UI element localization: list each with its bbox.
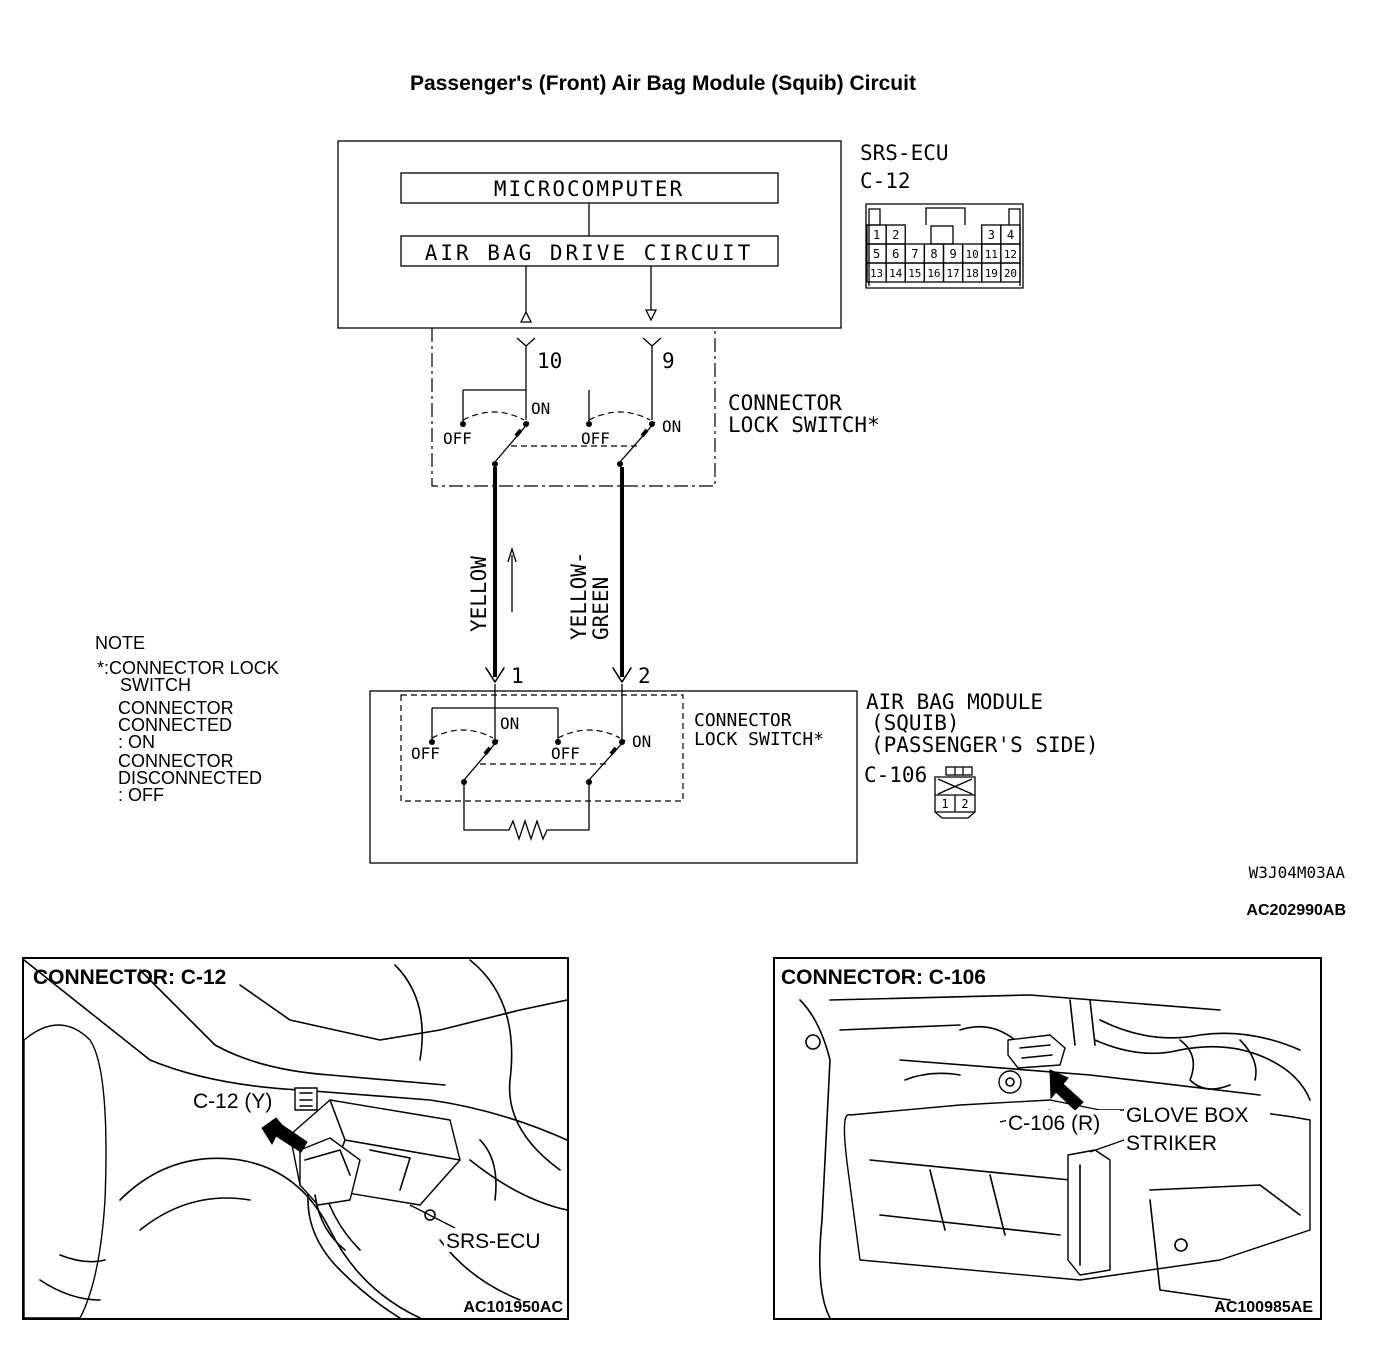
c-12-pin-number: 16 xyxy=(927,267,940,280)
c-12-pin-number: 17 xyxy=(946,267,959,280)
upper-switch-label-line1: CONNECTOR xyxy=(728,391,842,415)
srs-ecu-name: SRS-ECU xyxy=(860,141,949,165)
output-arrow-left-icon xyxy=(519,310,533,323)
module-pin-2: 2 xyxy=(638,664,651,688)
srs-ecu-connector-id: C-12 xyxy=(860,169,911,193)
striker-callout: STRIKER xyxy=(1126,1132,1217,1155)
c-12-pin-number: 3 xyxy=(988,228,995,242)
srs-ecu-callout: SRS-ECU xyxy=(446,1230,541,1253)
microcomputer-label: MICROCOMPUTER xyxy=(494,177,684,201)
module-connector-id: C-106 xyxy=(864,763,927,787)
wire-color-yellow-green-line2: GREEN xyxy=(589,577,613,640)
connector-c-106-illustration: CONNECTOR: C-106 C-106 (R) GLOVE BOX STR… xyxy=(773,957,1322,1320)
c-12-illustration-frame xyxy=(22,957,569,1320)
c-12-pin-number: 5 xyxy=(873,247,880,261)
module-name-line1: AIR BAG MODULE xyxy=(866,690,1043,714)
c-12-pin-number: 1 xyxy=(873,228,880,242)
air-bag-module-unit: ON OFF ON OFF CONNECTOR LOCK SWITCH* AIR… xyxy=(369,684,1099,864)
c-12-pin-number: 8 xyxy=(930,247,937,261)
upper-left-off-label: OFF xyxy=(443,429,472,448)
c-12-pin-number: 20 xyxy=(1004,267,1017,280)
output-arrow-right-icon xyxy=(644,309,658,322)
air-bag-drive-circuit-label: AIR BAG DRIVE CIRCUIT xyxy=(425,241,754,265)
note-disconnected-line1: CONNECTOR xyxy=(118,751,234,771)
dashboard-sketch xyxy=(24,959,567,1318)
c-106-pointer-arrow-icon xyxy=(1049,1069,1084,1111)
c-12-pin-number: 7 xyxy=(911,247,918,261)
c-12-pin-number: 13 xyxy=(870,267,883,280)
note-disconnected-line2: DISCONNECTED xyxy=(118,768,262,788)
c-106-heading: CONNECTOR: C-106 xyxy=(781,966,986,989)
upper-right-on-label: ON xyxy=(662,417,681,436)
connector-c-12-illustration: CONNECTOR: C-12 C-12 (Y) SRS-ECU AC10195… xyxy=(22,957,569,1320)
glove-box-callout: GLOVE BOX xyxy=(1126,1104,1249,1127)
air-bag-module-box xyxy=(369,690,858,864)
air-bag-drive-circuit-block xyxy=(400,235,779,267)
module-name-line3: (PASSENGER'S SIDE) xyxy=(871,733,1099,757)
wire-color-yellow: YELLOW xyxy=(467,556,491,632)
c-12-pin-number: 4 xyxy=(1007,228,1014,242)
lower-left-on-label: ON xyxy=(500,714,519,733)
c-12-callout: C-12 (Y) xyxy=(193,1090,272,1113)
note-star-line1: *:CONNECTOR LOCK xyxy=(97,658,279,678)
c-12-pin-number: 15 xyxy=(908,267,921,280)
c-12-pin-number: 9 xyxy=(949,247,956,261)
glove-box-sketch xyxy=(799,994,1311,1318)
c-12-pin-number: 11 xyxy=(985,248,998,261)
note-disconnected-line3: : OFF xyxy=(118,785,164,805)
squib-resistor-icon xyxy=(463,782,590,842)
lower-left-off-label: OFF xyxy=(411,744,440,763)
diagram-code: AC202990AB xyxy=(1246,902,1346,919)
c-12-pin-number: 12 xyxy=(1004,248,1017,261)
c-12-pin-number: 6 xyxy=(892,247,899,261)
note-block: NOTE *:CONNECTOR LOCK SWITCH CONNECTOR C… xyxy=(95,633,279,805)
lower-right-on-label: ON xyxy=(632,732,651,751)
c-106-pin-2: 2 xyxy=(961,797,968,811)
c-106-illustration-frame xyxy=(773,957,1322,1320)
c-12-heading: CONNECTOR: C-12 xyxy=(33,966,226,989)
module-pin-1: 1 xyxy=(511,664,524,688)
c-106-callout: C-106 (R) xyxy=(1008,1112,1100,1135)
lower-switch-label-line2: LOCK SWITCH* xyxy=(694,729,824,750)
c-106-connector-face: 1 2 xyxy=(934,766,976,819)
note-connected-line2: CONNECTED xyxy=(118,715,232,735)
c-12-figure-code: AC101950AC xyxy=(463,1299,563,1316)
upper-connector-lock-switch: 10 9 ON OFF ON OFF CONNECTOR LOCK SWITCH… xyxy=(431,328,880,487)
ecu-pin-9: 9 xyxy=(662,349,675,373)
upper-left-on-label: ON xyxy=(531,399,550,418)
diagram-code-small: W3J04M03AA xyxy=(1249,863,1346,882)
c-12-pin-number: 14 xyxy=(889,267,903,280)
srs-ecu-box xyxy=(337,140,842,329)
c-12-pin-number: 10 xyxy=(966,248,979,261)
c-12-pin-number: 18 xyxy=(966,267,979,280)
note-connected-line1: CONNECTOR xyxy=(118,698,234,718)
c-12-pin-number: 2 xyxy=(892,228,899,242)
srs-ecu-unit: MICROCOMPUTER AIR BAG DRIVE CIRCUIT SRS-… xyxy=(337,140,949,329)
module-name-line2: (SQUIB) xyxy=(871,711,960,735)
wire-color-yellow-green-line1: YELLOW- xyxy=(567,551,591,640)
upper-switch-label-line2: LOCK SWITCH* xyxy=(728,413,880,437)
upper-right-off-label: OFF xyxy=(581,429,610,448)
lower-switch-label-line1: CONNECTOR xyxy=(694,710,792,731)
note-star-line2: SWITCH xyxy=(120,675,191,695)
c-106-pin-1: 1 xyxy=(941,797,948,811)
c-12-pin-number: 19 xyxy=(985,267,998,280)
lower-right-off-label: OFF xyxy=(551,744,580,763)
c-12-pin-cell xyxy=(1000,262,1021,283)
ecu-pin-10: 10 xyxy=(537,349,562,373)
harness-wires: YELLOW YELLOW- GREEN 1 2 xyxy=(467,467,651,688)
note-connected-line3: : ON xyxy=(118,732,155,752)
note-heading: NOTE xyxy=(95,633,145,653)
c-12-pointer-arrow-icon xyxy=(261,1117,308,1153)
diagram-title: Passenger's (Front) Air Bag Module (Squi… xyxy=(410,72,916,95)
c-106-figure-code: AC100985AE xyxy=(1214,1299,1313,1316)
